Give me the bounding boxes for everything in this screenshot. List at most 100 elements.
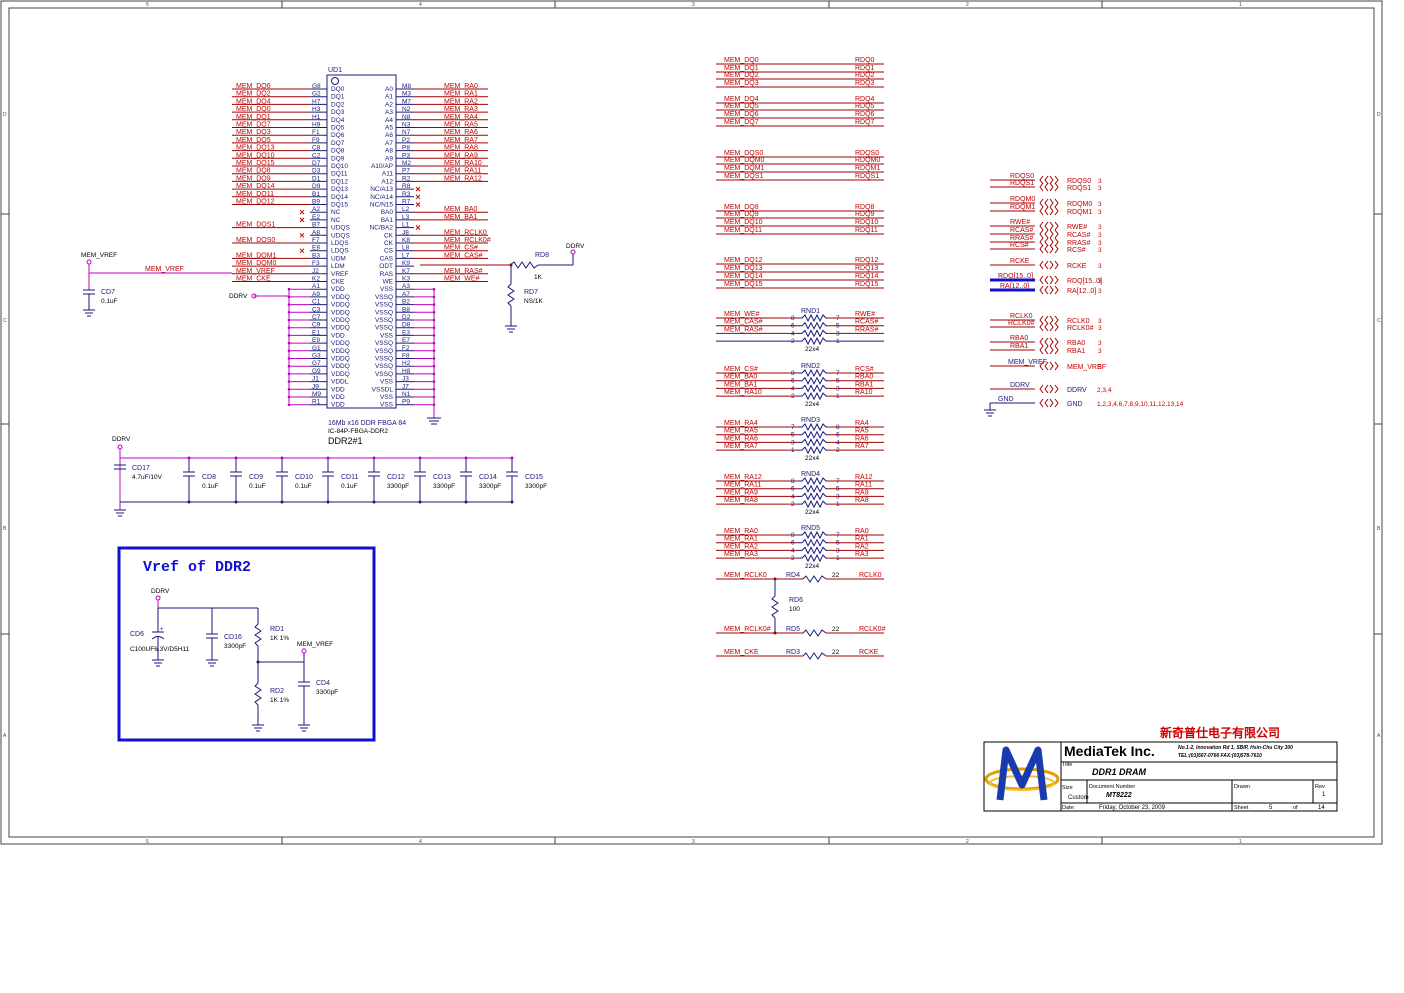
net-label: MEM_DQ8	[236, 168, 271, 175]
cd16-ref: CD16	[224, 634, 242, 641]
pin-name: VSSQ	[375, 317, 393, 324]
net-label: MEM_RA10	[444, 160, 482, 167]
sheet-label: Sheet	[1234, 805, 1249, 811]
pin-name: NC	[331, 209, 341, 216]
pin-name: VDD	[331, 402, 345, 409]
pin-ball: M9	[312, 391, 321, 398]
pin-name: VDDQ	[331, 348, 350, 355]
company-name: MediaTek Inc.	[1064, 743, 1155, 759]
rd7-ref: RD7	[524, 289, 538, 296]
pin-ball: N2	[402, 106, 411, 113]
pin-ball: J2	[312, 268, 319, 275]
offpage-net-left: RDQS0	[1010, 173, 1034, 180]
offpage-label: DDRV	[1067, 387, 1087, 394]
net-label: MEM_DQ4	[236, 98, 271, 105]
rnet-pin-left: 4	[791, 330, 795, 337]
net-label-left: MEM_DQS1	[724, 173, 763, 180]
cd4-ref: CD4	[316, 680, 330, 687]
cap-ref: CD12	[387, 474, 405, 481]
pin-ball: N3	[402, 122, 411, 129]
pin-name: DQ3	[331, 109, 345, 116]
power-rails: DDRV	[229, 289, 441, 425]
pin-name: VDDQ	[331, 294, 350, 301]
pin-name: A1	[385, 94, 393, 101]
pin-ball: J3	[402, 376, 409, 383]
net-label-left: MEM_DQ6	[724, 111, 759, 118]
pin-ball: F2	[402, 345, 410, 352]
pin-ball: B9	[312, 199, 320, 206]
pin-name: A8	[385, 148, 393, 155]
pin-ball: J8	[402, 229, 409, 236]
pin-name: VDDQ	[331, 363, 350, 370]
rnet-net-right: RCAS#	[855, 319, 878, 326]
offpage-net-left: RBA0	[1010, 335, 1028, 342]
net-label: MEM_DQS0	[236, 237, 275, 244]
pin-name: VSSQ	[375, 356, 393, 363]
odt-resistors: RD8 1K DDRV RD7 NS/1K	[420, 243, 585, 333]
offpage-net-left: RCLK0#	[1008, 320, 1035, 327]
net-label: MEM_DQ14	[236, 183, 275, 190]
pin-ball: R3	[402, 191, 411, 198]
frame-col-label-bottom: 2	[966, 839, 969, 845]
rnet-pin-left: 1	[791, 447, 795, 454]
rd1-ref: RD1	[270, 626, 284, 633]
pin-name: A10/AP	[371, 163, 393, 170]
pin-ball: A7	[402, 291, 410, 298]
net-label-right: RDQ4	[855, 96, 875, 103]
pin-name: VSS	[380, 379, 394, 386]
rnet-net-left: MEM_CAS#	[724, 319, 763, 326]
offpage-net-left: RDQ[15..0]	[998, 273, 1033, 280]
rnet-net-left: MEM_RA6	[724, 435, 758, 442]
pin-ball: G9	[312, 368, 321, 375]
net-label-left: MEM_DQ5	[724, 103, 759, 110]
pin-ball: N1	[402, 391, 411, 398]
net-label-left: MEM_DQ11	[724, 227, 762, 234]
pin-ball: F1	[312, 129, 320, 136]
title-label: Title	[1062, 762, 1072, 768]
offpage-connector: RWE#RWE#3	[990, 219, 1102, 231]
pin-name: VSSQ	[375, 340, 393, 347]
net-label-right: RDQ7	[855, 119, 875, 126]
rd8-ref: RD8	[535, 252, 549, 259]
frame-col-label-bottom: 3	[692, 839, 695, 845]
pin-ball: C7	[312, 314, 321, 321]
offpage-sheet-refs: 3	[1098, 209, 1102, 216]
pin-ball: N7	[402, 129, 411, 136]
net-label-right: RDQ2	[855, 72, 875, 79]
rd1-value: 1K 1%	[270, 635, 289, 642]
offpage-sheet-refs: 3	[1098, 288, 1102, 295]
offpage-sheet-refs: 3	[1098, 185, 1102, 192]
pin-ball: R1	[312, 399, 321, 406]
rnet-pin-right: 1	[836, 338, 840, 345]
pin-ball: K8	[402, 237, 410, 244]
pin-name: UDQS	[331, 225, 350, 232]
offpage-sheet-refs: 2,3,4	[1097, 387, 1112, 394]
